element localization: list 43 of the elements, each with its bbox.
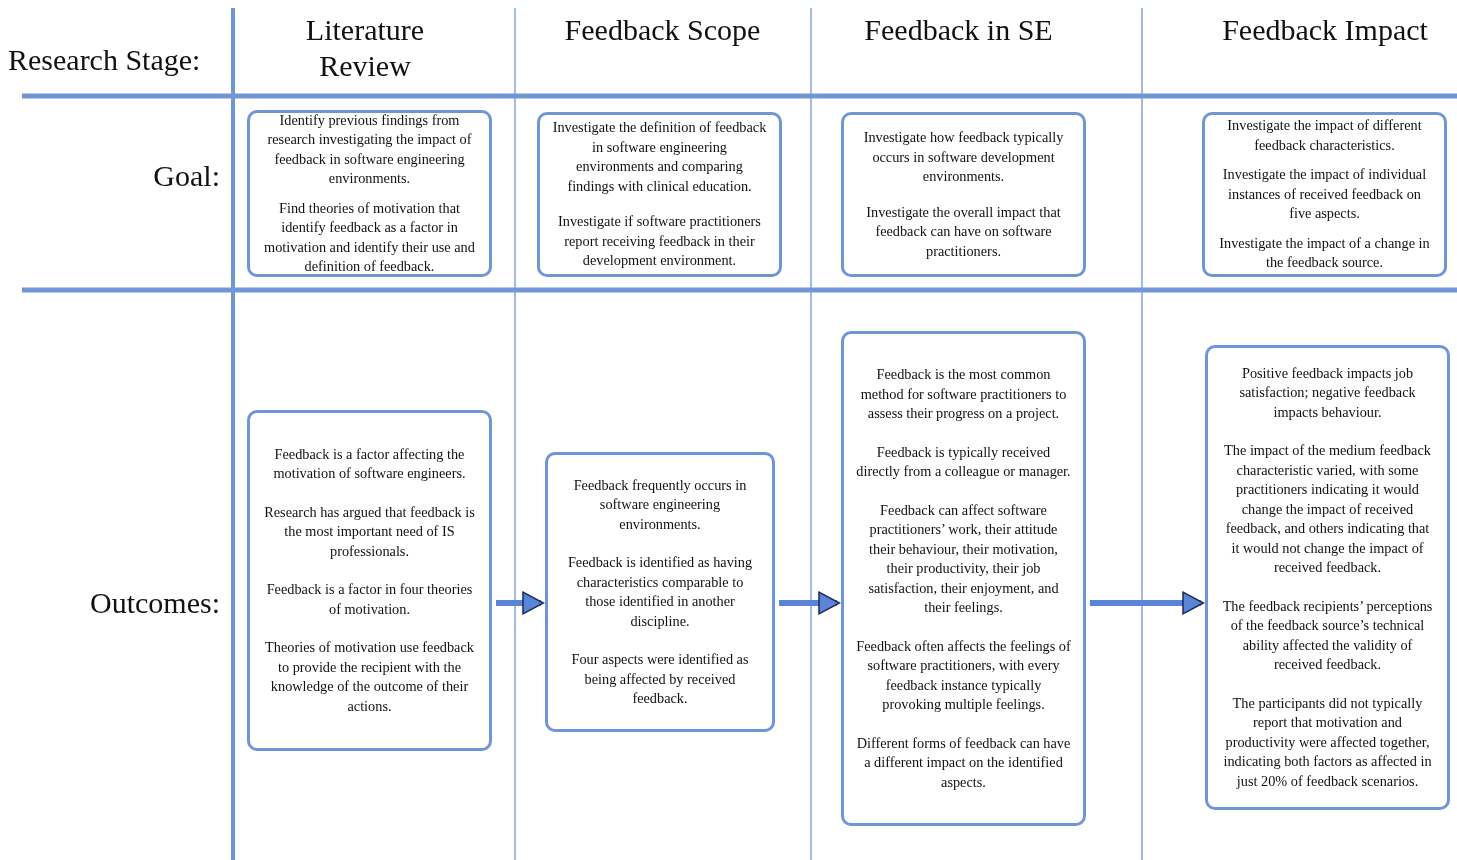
box-text: Investigate if software practitioners report receiving feedback in their development environment. — [557, 212, 762, 271]
box-text: Investigate the impact of a change in the feedback source. — [1218, 233, 1431, 273]
box-text: Feedback is a factor affecting the motivation of software engineers. — [272, 444, 467, 484]
box-text: Investigate the impact of different feedback characteristics. — [1226, 116, 1423, 155]
box-text: The feedback recipients’ perceptions of the feedback source’s technical ability affected the validity of received feedback. — [1221, 596, 1434, 675]
box-text: Theories of motivation use feedback to provide the recipient with the knowledge of the outcome of their actions. — [264, 638, 475, 716]
box-text: Feedback is the most common method for software practitioners to assess their progress on a project. — [859, 365, 1068, 423]
box-text: Feedback often affects the feelings of software practitioners, with every feedback instance typically provoking multiple feelings. — [856, 636, 1071, 714]
box-text: Feedback is typically received directly from a colleague or manager. — [856, 442, 1071, 481]
column-heading: Feedback Impact — [1221, 12, 1429, 48]
box-text: Investigate the definition of feedback in software engineering environments and comparing findings with clinical education. — [552, 118, 767, 196]
box-text: Feedback frequently occurs in software engineering environments. — [572, 475, 748, 534]
text-box — [247, 410, 492, 751]
text-box — [1202, 112, 1447, 277]
box-text: Different forms of feedback can have a different impact on the identified aspects. — [856, 733, 1071, 792]
box-text: Investigate the impact of individual instances of received feedback on five aspects. — [1221, 165, 1428, 224]
box-text: Identify previous findings from research investigating the impact of feedback in software engineering environments. — [266, 110, 473, 188]
box-text: Feedback is a factor in four theories of motivation. — [265, 580, 474, 619]
text-box — [841, 112, 1086, 277]
box-text: Feedback is identified as having characteristics comparable to those identified in another discipline. — [566, 553, 754, 631]
text-box — [537, 112, 782, 277]
row-heading: Outcomes: — [89, 585, 220, 621]
box-text: Feedback can affect software practitioners’ work, their attitude their behaviour, their motivation, their productivity, their job satisfaction, their enjoyment, and their feelings. — [867, 500, 1060, 617]
arrow — [779, 591, 841, 615]
box-text: The participants did not typically report that motivation and productivity were affected together, indicating both factors as affected in just 20% of feedback scenarios. — [1222, 693, 1433, 791]
arrow — [496, 591, 545, 615]
text-box — [841, 331, 1086, 826]
row-heading: Goal: — [152, 158, 220, 194]
box-text: Find theories of motivation that identify feedback as a factor in motivation and identify their use and definition of feedback. — [263, 198, 476, 276]
box-text: Research has argued that feedback is the most important need of IS professionals. — [263, 502, 476, 561]
box-text: The impact of the medium feedback characteristic varied, with some practitioners indicating it would change the impact of received feedback, and others indicating that it would not change the impact of received feedback. — [1223, 441, 1432, 578]
text-box — [247, 110, 492, 277]
text-box — [1205, 345, 1450, 810]
column-heading: Literature Review — [304, 12, 426, 84]
text-box — [545, 452, 775, 732]
arrow — [1090, 591, 1205, 615]
row-heading: Research Stage: — [8, 42, 202, 78]
box-text: Investigate the overall impact that feedback can have on software practitioners. — [865, 202, 1062, 261]
box-text: Four aspects were identified as being affected by received feedback. — [570, 650, 750, 708]
box-text: Positive feedback impacts job satisfaction; negative feedback impacts behaviour. — [1238, 363, 1417, 422]
column-heading: Feedback Scope — [563, 12, 762, 48]
column-heading: Feedback in SE — [863, 12, 1054, 48]
box-text: Investigate how feedback typically occurs in software development environments. — [862, 128, 1065, 186]
